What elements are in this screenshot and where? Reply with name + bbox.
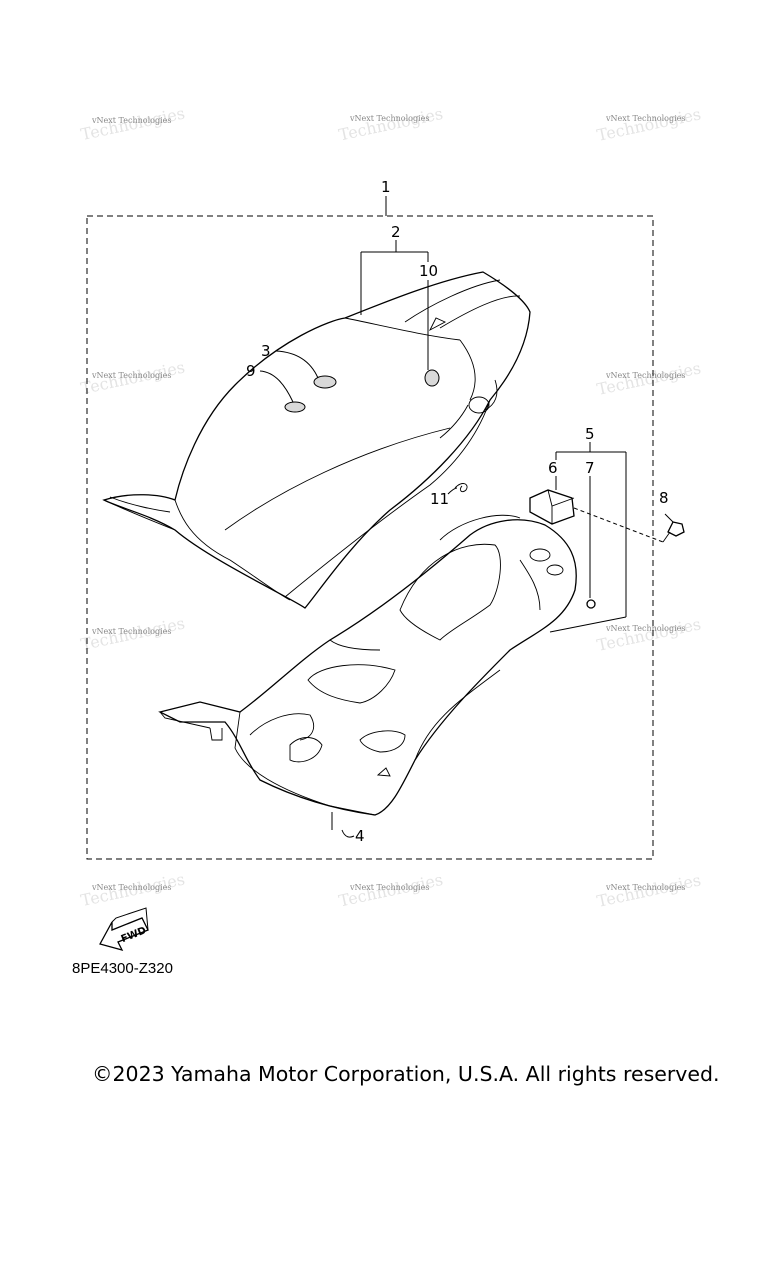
fwd-arrow-icon: FWD xyxy=(99,907,149,952)
callout-5: 5 xyxy=(585,425,595,443)
callout-10: 10 xyxy=(419,262,438,280)
callout-11: 11 xyxy=(430,490,449,508)
svg-text:vNext Technologies: vNext Technologies xyxy=(605,624,685,633)
callout-8: 8 xyxy=(659,489,669,507)
svg-text:vNext Technologies: vNext Technologies xyxy=(349,114,429,123)
copyright-notice: ©2023 Yamaha Motor Corporation, U.S.A. A… xyxy=(92,1062,720,1086)
svg-text:vNext Technologies: vNext Technologies xyxy=(91,883,171,892)
svg-text:Technologies: Technologies xyxy=(337,104,445,145)
callout-4: 4 xyxy=(355,827,365,845)
leader-lines xyxy=(259,196,674,838)
svg-text:vNext Technologies: vNext Technologies xyxy=(91,627,171,636)
svg-text:vNext Technologies: vNext Technologies xyxy=(605,114,685,123)
figure-code: 8PE4300-Z320 xyxy=(72,960,173,977)
svg-text:vNext Technologies: vNext Technologies xyxy=(91,371,171,380)
callout-3: 3 xyxy=(261,342,271,360)
sticker-part-10[interactable] xyxy=(424,369,440,387)
nut-part[interactable] xyxy=(586,599,596,609)
seat-base-part[interactable] xyxy=(158,514,577,816)
callout-9: 9 xyxy=(246,362,256,380)
seat-top-part[interactable] xyxy=(102,271,531,609)
bracket-part[interactable] xyxy=(529,489,575,525)
svg-text:vNext Technologies: vNext Technologies xyxy=(605,371,685,380)
callout-7: 7 xyxy=(585,459,595,477)
sticker-part-3[interactable] xyxy=(313,375,337,389)
assembly-boundary xyxy=(86,215,654,860)
callout-1: 1 xyxy=(381,178,391,196)
callout-6: 6 xyxy=(548,459,558,477)
sticker-part-9[interactable] xyxy=(284,401,306,413)
bolt-part[interactable] xyxy=(662,521,685,543)
svg-text:vNext Technologies: vNext Technologies xyxy=(349,883,429,892)
svg-text:vNext Technologies: vNext Technologies xyxy=(91,116,171,125)
svg-text:Technologies: Technologies xyxy=(595,104,703,145)
svg-text:vNext Technologies: vNext Technologies xyxy=(605,883,685,892)
clip-part[interactable] xyxy=(454,483,468,493)
callout-2: 2 xyxy=(391,223,401,241)
